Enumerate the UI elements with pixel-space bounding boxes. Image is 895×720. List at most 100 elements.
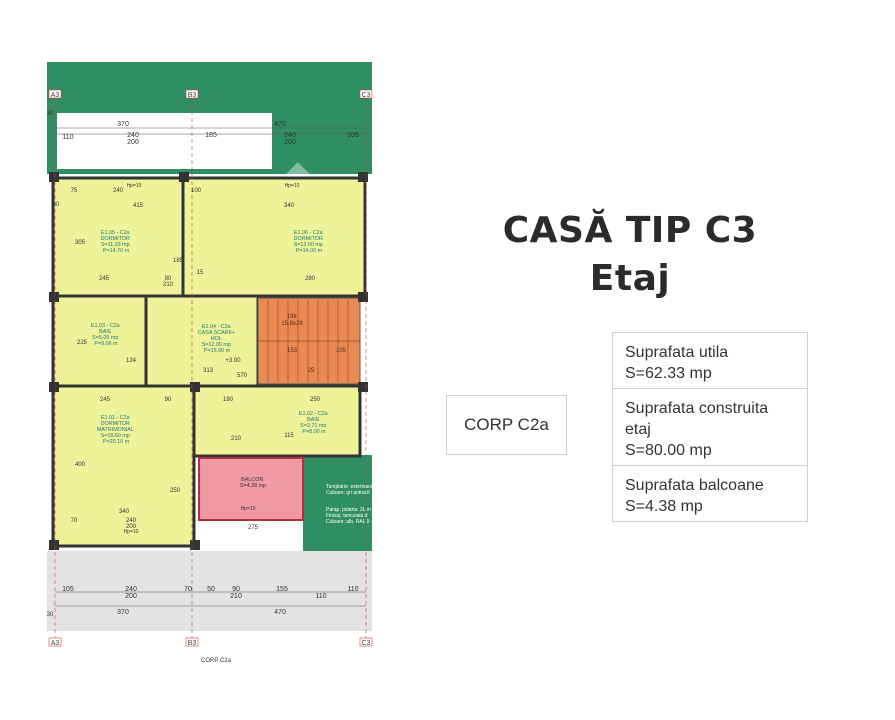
paving-bottom <box>47 551 372 631</box>
room-dim: 90 <box>165 276 172 282</box>
spec-line: Finisaj: tencuiala d <box>326 513 368 519</box>
room-e104 <box>144 294 260 388</box>
room-e103-label: E1.03 - C2a BAIE S=5.05 mp P=9.06 m <box>91 323 121 347</box>
room-dims: 75 240 100 415 340 305 245 90 210 15 280… <box>71 188 321 531</box>
side-dim-5: 30 <box>47 612 54 618</box>
grid-bottom-c: C3 <box>362 640 371 647</box>
dim-bottom: 110 <box>315 593 326 600</box>
room-dim: 340 <box>119 509 130 515</box>
terrace-white <box>57 113 272 169</box>
room-dim: 90 <box>165 397 172 403</box>
dim-top-240b: 240 <box>284 132 296 139</box>
page-title: CASĂ TIP C3 <box>502 210 758 251</box>
grid-markers-top: A3 B3 C3 <box>48 89 373 99</box>
spec-line: Parap. pidaria: 3L m <box>326 507 371 513</box>
room-dim: 200 <box>126 524 137 530</box>
dim-top-200b: 200 <box>284 139 296 146</box>
room-e105-label: E1.05 - C2a DORMITOR S=11.33 mp P=14.70 … <box>101 230 132 254</box>
dim-top-470: 470 <box>274 121 286 128</box>
room-labels: E1.05 - C2a DORMITOR S=11.33 mp P=14.70 … <box>91 230 329 489</box>
dim-bottom: 470 <box>274 609 286 616</box>
dim-bottom: 155 <box>276 586 288 593</box>
stair-height: 105 <box>336 348 347 354</box>
room-dim: 185 <box>173 258 184 264</box>
dim-top-370: 370 <box>117 121 129 128</box>
stair-steps: 19tr <box>287 314 297 320</box>
dim-bottom: 240 <box>125 586 137 593</box>
surface-stats-table: Suprafata utila S=62.33 mp Suprafata con… <box>612 332 808 522</box>
stat-value: S=4.38 mp <box>625 498 703 515</box>
room-dim: 75 <box>71 188 78 194</box>
stair-level: +3.00 <box>225 358 241 364</box>
stat-usable-area: Suprafata utila S=62.33 mp <box>613 333 807 389</box>
dim-top-105: 105 <box>347 132 359 139</box>
plan-corp-caption: CORP C2a <box>201 658 232 664</box>
dim-bottom: 50 <box>207 586 215 593</box>
grid-top-a: A3 <box>51 92 60 99</box>
hp-label: Hp=10 <box>285 183 300 189</box>
room-dim: 245 <box>99 276 110 282</box>
room-e101-label: E1.01 - C2a DORMITOR MATRIMONIAL S=16.60… <box>97 415 135 445</box>
dim-bottom: 110 <box>347 586 358 593</box>
hp-label: Hp=10 <box>241 506 256 512</box>
stat-value: S=80.00 mp <box>625 442 712 459</box>
spec-notes: Tamplarie: exterioara Culoare: gri antra… <box>326 484 373 525</box>
room-dim: 313 <box>203 368 214 374</box>
stair-spec: 15.8x28 <box>281 321 303 327</box>
grid-top-c: C3 <box>362 92 371 99</box>
side-dim-3: 30 <box>53 296 60 302</box>
stair-end: 25 <box>308 368 315 374</box>
side-dim-4: 30 <box>53 385 60 391</box>
room-e106 <box>181 176 367 298</box>
grid-axis-lines <box>54 90 367 640</box>
room-dim: 250 <box>310 397 321 403</box>
grid-top-b: B3 <box>188 92 197 99</box>
grid-markers-bottom: A3 B3 C3 <box>48 637 373 647</box>
floor-plan: A3 B3 C3 A3 B3 C3 370 470 110 240 185 24… <box>47 62 373 664</box>
stat-label: Suprafata utila <box>625 344 729 361</box>
room-e102 <box>192 384 362 458</box>
room-e101 <box>51 384 196 548</box>
room-dim: 275 <box>248 525 259 531</box>
dim-bottom: 70 <box>184 586 192 593</box>
dims-side: 30 30 30 30 30 <box>47 111 60 618</box>
room-dim: 570 <box>237 373 248 379</box>
hp-label: Hp=10 <box>127 183 142 189</box>
room-dim: 70 <box>71 518 78 524</box>
dim-bottom: 210 <box>230 593 242 600</box>
room-dim: 15 <box>197 270 204 276</box>
site-green-right <box>303 455 372 551</box>
spec-line: Tamplarie: exterioara <box>326 484 373 490</box>
dim-bottom: 105 <box>62 586 74 593</box>
hp-labels: Hp=10 Hp=10 Hp=10 Hp=10 <box>124 183 300 535</box>
spec-line: Culoare: alb, RAL 9 <box>326 519 370 525</box>
stair-width: 153 <box>287 348 298 354</box>
dim-top-110: 110 <box>62 134 73 141</box>
stat-built-area: Suprafata construita etaj S=80.00 mp <box>613 389 807 466</box>
hp-label: Hp=10 <box>124 529 139 535</box>
room-e104-label: E1.04 - C2a CASA SCARII+ HOL S=12.00 mp … <box>198 324 237 354</box>
room-dim: 305 <box>75 240 86 246</box>
spec-line: Culoare: gri antracit <box>326 490 370 496</box>
room-e102-label: E1.02 - C2a BAIE S=3.71 mp P=8.00 m <box>299 411 329 435</box>
dims-bottom: 105 240 70 50 90 155 110 200 210 110 370… <box>55 586 366 616</box>
room-dim: 245 <box>100 397 111 403</box>
room-e106-label: E1.06 - C2a DORMITOR S=12.00 mp P=14.00 … <box>294 230 325 254</box>
room-dim: 340 <box>284 203 295 209</box>
stat-balcony-area: Suprafata balcoane S=4.38 mp <box>613 466 807 521</box>
side-dim-1: 30 <box>47 111 54 117</box>
room-dim: 415 <box>133 203 144 209</box>
room-dim: 100 <box>191 188 202 194</box>
dim-top-185: 185 <box>205 132 217 139</box>
room-dim: 280 <box>305 276 316 282</box>
dim-bottom: 200 <box>125 593 137 600</box>
corp-label: CORP C2a <box>464 415 549 434</box>
room-dim: 210 <box>231 436 242 442</box>
room-dim: 400 <box>75 462 86 468</box>
room-dim: 225 <box>77 340 88 346</box>
balcony-label: BALCON S=4.38 mp <box>240 477 266 489</box>
stair-treads <box>258 300 360 382</box>
stat-label: Suprafata balcoane <box>625 477 764 494</box>
room-dim: 240 <box>113 188 124 194</box>
room-dim: 240 <box>126 518 137 524</box>
